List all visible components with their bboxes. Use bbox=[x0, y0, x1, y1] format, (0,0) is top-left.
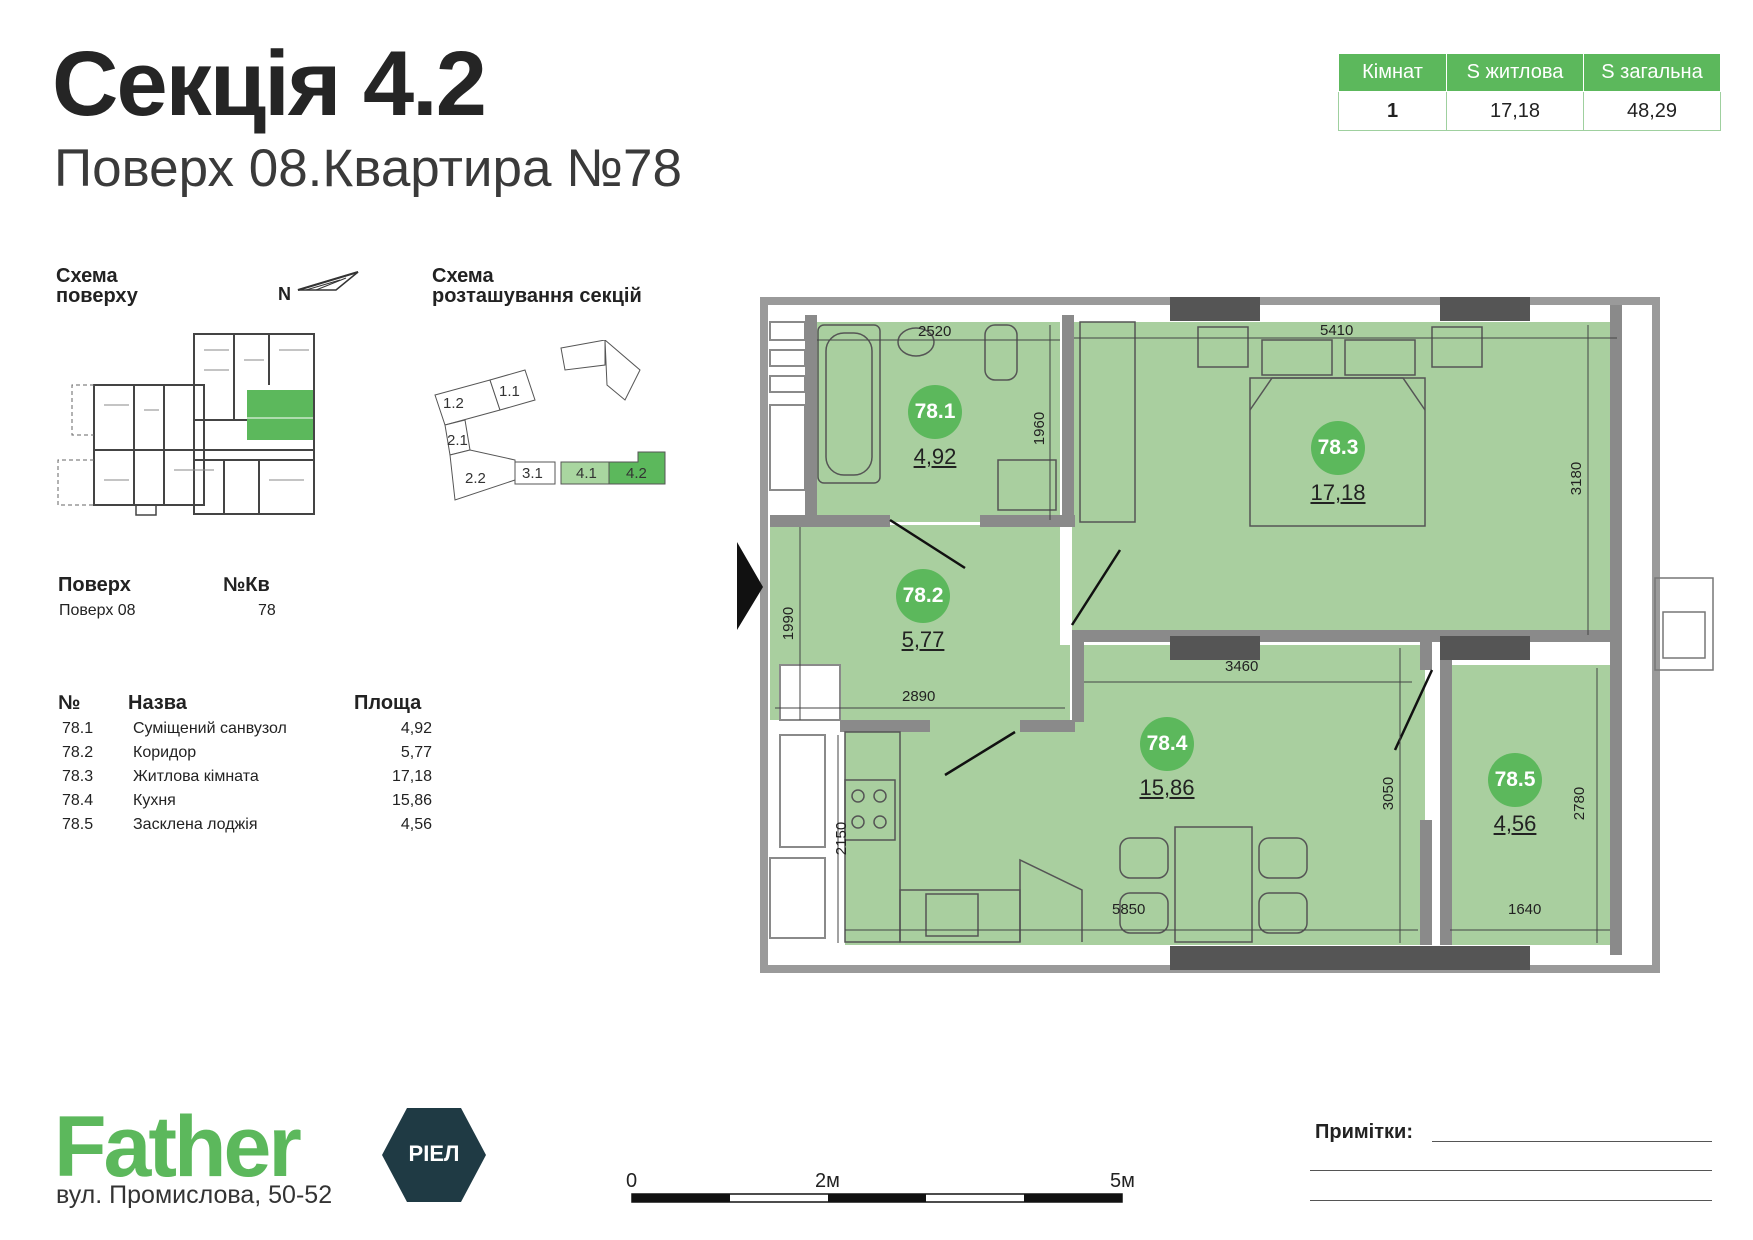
scale-bar bbox=[631, 1193, 1123, 1203]
room-badge: 78.3 bbox=[1311, 421, 1365, 475]
floor-scheme-map bbox=[57, 333, 315, 516]
dimension-label: 2150 bbox=[833, 821, 851, 856]
highlighted-apartment bbox=[247, 390, 313, 440]
address: вул. Промислова, 50-52 bbox=[56, 1181, 333, 1209]
floor-value: Поверх 08 bbox=[59, 602, 136, 619]
brand-badge-text: РІЕЛ bbox=[408, 1141, 460, 1166]
dimension-label: 2520 bbox=[918, 323, 952, 340]
rooms-count-value: 1 bbox=[1338, 91, 1447, 131]
dimension-label: 2890 bbox=[902, 688, 936, 705]
scale-label-2m: 2м bbox=[815, 1170, 840, 1192]
dimension-label: 3180 bbox=[1568, 461, 1586, 496]
dimension-label: 1960 bbox=[1031, 411, 1049, 446]
scale-label-5m: 5м bbox=[1110, 1170, 1135, 1192]
rooms-name-header: Назва bbox=[128, 692, 187, 714]
dimension-lines bbox=[775, 325, 1617, 943]
dimension-label: 1990 bbox=[780, 606, 798, 641]
section-label-2-1: 2.1 bbox=[447, 432, 468, 449]
apartment-number-header: №Кв bbox=[223, 574, 270, 596]
north-label: N bbox=[278, 284, 291, 304]
windows bbox=[1170, 297, 1530, 970]
rooms-count-header: Кімнат bbox=[1338, 53, 1447, 92]
room-area-label: 17,18 bbox=[1310, 480, 1366, 505]
room-row-name: Кухня bbox=[133, 792, 176, 809]
room-row-num: 78.2 bbox=[62, 744, 94, 761]
room-badge: 78.1 bbox=[908, 385, 962, 439]
room-row-area: 17,18 bbox=[391, 768, 432, 785]
brand-badge-icon bbox=[382, 1108, 486, 1202]
dimension-label: 3460 bbox=[1225, 658, 1259, 675]
balcony-railing bbox=[1654, 577, 1714, 671]
section-scheme-label: Схема розташування секцій bbox=[432, 266, 642, 306]
section-label-3-1: 3.1 bbox=[522, 465, 543, 482]
summary-table: Кімнат S житлова S загальна 1 17,18 48,2… bbox=[1338, 53, 1721, 131]
notes-line bbox=[1310, 1200, 1712, 1201]
floor-scheme-label-line1: Схема bbox=[56, 265, 118, 287]
brand-logo-text: Father bbox=[54, 1099, 302, 1195]
dimension-label: 5410 bbox=[1320, 322, 1354, 339]
rooms-num-header: № bbox=[58, 692, 81, 714]
room-row-name: Суміщений санвузол bbox=[133, 720, 287, 737]
room-row-num: 78.5 bbox=[62, 816, 94, 833]
bedroom-furniture bbox=[1079, 321, 1483, 527]
rooms-area-header: Площа bbox=[354, 692, 422, 714]
floor-header: Поверх bbox=[58, 574, 131, 596]
dimension-label: 3050 bbox=[1380, 776, 1398, 811]
room-row-area: 4,92 bbox=[400, 720, 432, 737]
dimension-label: 2780 bbox=[1571, 786, 1589, 821]
dimension-label: 1640 bbox=[1508, 901, 1542, 918]
room-row-area: 5,77 bbox=[400, 744, 432, 761]
room-78-2-fill bbox=[770, 525, 1070, 732]
room-row-num: 78.4 bbox=[62, 792, 94, 809]
notes-label: Примітки: bbox=[1315, 1121, 1413, 1143]
room-area-label: 4,56 bbox=[1493, 811, 1537, 836]
bathroom-fixtures bbox=[817, 324, 1057, 511]
room-area-label: 15,86 bbox=[1139, 775, 1195, 800]
floor-scheme-label-line2: поверху bbox=[56, 285, 138, 307]
room-badge: 78.4 bbox=[1140, 717, 1194, 771]
room-row-name: Коридор bbox=[133, 744, 197, 761]
scale-label-0: 0 bbox=[626, 1170, 638, 1192]
room-row-num: 78.3 bbox=[62, 768, 94, 785]
apartment-subtitle: Поверх 08.Квартира №78 bbox=[54, 139, 682, 198]
room-area-label: 5,77 bbox=[901, 627, 945, 652]
room-badge: 78.2 bbox=[896, 569, 950, 623]
entrance-arrow-icon bbox=[737, 542, 763, 630]
section-label-2-2: 2.2 bbox=[465, 470, 486, 487]
floor-scheme-label: Схема поверху bbox=[56, 266, 138, 306]
room-area-label: 4,92 bbox=[913, 444, 957, 469]
section-label-1-2: 1.2 bbox=[443, 395, 464, 412]
dimension-label: 5850 bbox=[1112, 901, 1146, 918]
section-title: Секція 4.2 bbox=[52, 33, 487, 135]
room-78-5-fill bbox=[1447, 665, 1617, 945]
section-label-4-1: 4.1 bbox=[576, 465, 597, 482]
section-scheme-label-line1: Схема bbox=[432, 265, 494, 287]
room-row-num: 78.1 bbox=[62, 720, 94, 737]
notes-line bbox=[1310, 1170, 1712, 1171]
interior-walls bbox=[770, 305, 1622, 955]
room-row-name: Засклена лоджія bbox=[133, 816, 258, 833]
living-area-header: S житлова bbox=[1446, 53, 1584, 92]
section-scheme-map: 1.2 1.1 2.1 2.2 3.1 4.1 4.2 bbox=[434, 340, 666, 501]
section-label-1-1: 1.1 bbox=[499, 383, 520, 400]
total-area-header: S загальна bbox=[1583, 53, 1721, 92]
kitchen-furniture bbox=[844, 731, 1308, 943]
room-row-area: 4,56 bbox=[400, 816, 432, 833]
room-row-name: Житлова кімната bbox=[133, 768, 259, 785]
section-scheme-label-line2: розташування секцій bbox=[432, 285, 642, 307]
notes-line bbox=[1432, 1141, 1712, 1142]
apartment-number-value: 78 bbox=[258, 602, 276, 619]
total-area-value: 48,29 bbox=[1583, 91, 1721, 131]
room-78-4-fill bbox=[845, 645, 1425, 945]
room-row-area: 15,86 bbox=[391, 792, 432, 809]
north-arrow-icon bbox=[297, 271, 359, 291]
living-area-value: 17,18 bbox=[1446, 91, 1584, 131]
door-swings bbox=[889, 518, 1434, 777]
section-label-4-2: 4.2 bbox=[626, 465, 647, 482]
room-badge: 78.5 bbox=[1488, 753, 1542, 807]
